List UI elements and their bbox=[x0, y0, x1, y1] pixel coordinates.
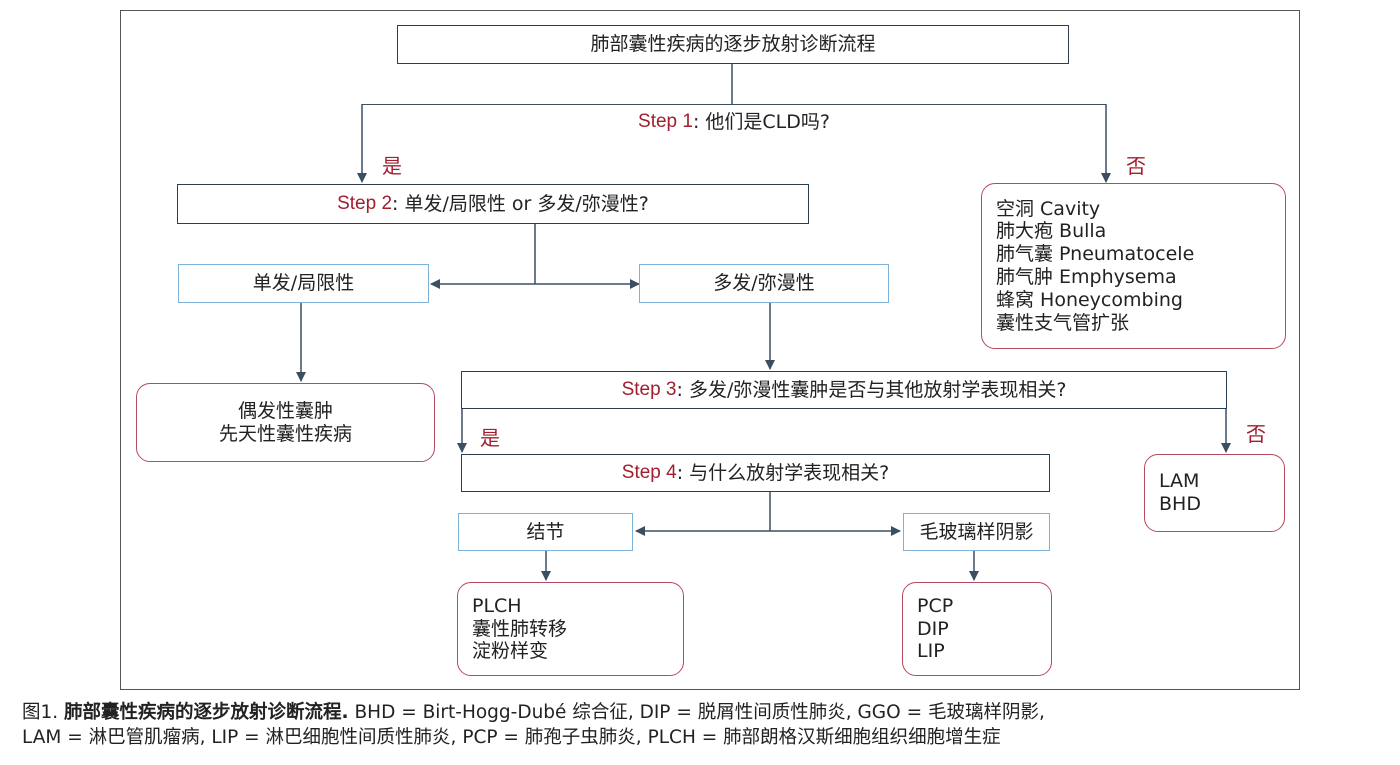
flowchart-title: 肺部囊性疾病的逐步放射诊断流程 bbox=[397, 25, 1069, 64]
ggo-outcome-item: PCP bbox=[917, 594, 954, 617]
caption-abbreviations-1: BHD = Birt-Hogg-Dubé 综合征, DIP = 脱屑性间质性肺炎… bbox=[354, 702, 1045, 723]
ggo-text: 毛玻璃样阴影 bbox=[919, 520, 1034, 543]
caption-line-1: 图1. 肺部囊性疾病的逐步放射诊断流程. BHD = Birt-Hogg-Dub… bbox=[22, 700, 1392, 725]
step4-text: : 与什么放射学表现相关? bbox=[676, 461, 890, 484]
no-label-step1: 否 bbox=[1126, 154, 1146, 178]
flowchart-title-text: 肺部囊性疾病的逐步放射诊断流程 bbox=[590, 33, 876, 56]
ggo-outcome-box: PCP DIP LIP bbox=[902, 582, 1052, 676]
lam-bhd-box: LAM BHD bbox=[1144, 454, 1285, 532]
caption-abbreviations-2: LAM = 淋巴管肌瘤病, LIP = 淋巴细胞性间质性肺炎, PCP = 肺孢… bbox=[22, 727, 1001, 748]
single-localized-box: 单发/局限性 bbox=[178, 264, 429, 303]
single-outcome-item: 先天性囊性疾病 bbox=[218, 422, 352, 445]
step3-label: Step 3 bbox=[621, 378, 677, 400]
not-cld-item: 肺气囊 Pneumatocele bbox=[996, 243, 1195, 266]
single-outcome-item: 偶发性囊肿 bbox=[237, 399, 333, 422]
not-cld-item: 蜂窝 Honeycombing bbox=[996, 288, 1183, 311]
step1-label: Step 1 bbox=[638, 111, 693, 133]
not-cld-box: 空洞 Cavity 肺大疱 Bulla 肺气囊 Pneumatocele 肺气肿… bbox=[981, 183, 1286, 349]
ggo-outcome-item: LIP bbox=[917, 640, 945, 663]
caption-figure-number: 图1. bbox=[22, 702, 59, 723]
step4-label: Step 4 bbox=[621, 461, 677, 483]
single-localized-text: 单发/局限性 bbox=[252, 272, 355, 295]
ggo-box: 毛玻璃样阴影 bbox=[903, 513, 1050, 551]
not-cld-item: 空洞 Cavity bbox=[996, 197, 1101, 220]
lam-bhd-item: BHD bbox=[1159, 493, 1201, 515]
lam-bhd-item: LAM bbox=[1159, 470, 1200, 493]
figure-caption: 图1. 肺部囊性疾病的逐步放射诊断流程. BHD = Birt-Hogg-Dub… bbox=[22, 700, 1392, 750]
multiple-diffuse-text: 多发/弥漫性 bbox=[713, 272, 815, 295]
multiple-diffuse-box: 多发/弥漫性 bbox=[639, 264, 889, 303]
step2-label: Step 2 bbox=[337, 192, 393, 214]
nodule-outcome-item: PLCH bbox=[472, 594, 522, 617]
nodule-outcome-item: 囊性肺转移 bbox=[472, 617, 568, 640]
nodule-text: 结节 bbox=[526, 520, 565, 543]
no-label-step3: 否 bbox=[1246, 422, 1266, 446]
ggo-outcome-item: DIP bbox=[917, 617, 949, 640]
nodule-box: 结节 bbox=[458, 513, 633, 551]
yes-label-step3: 是 bbox=[480, 426, 500, 450]
not-cld-item: 囊性支气管扩张 bbox=[996, 311, 1130, 334]
step3-text: : 多发/弥漫性囊肿是否与其他放射学表现相关? bbox=[676, 378, 1067, 401]
not-cld-item: 肺大疱 Bulla bbox=[996, 220, 1107, 243]
yes-label-step1: 是 bbox=[382, 154, 402, 178]
step1-question: Step 1: 他们是CLD吗? bbox=[362, 104, 1106, 140]
single-outcome-box: 偶发性囊肿 先天性囊性疾病 bbox=[136, 383, 435, 462]
diagram-frame bbox=[120, 10, 1300, 690]
step2-box: Step 2: 单发/局限性 or 多发/弥漫性? bbox=[177, 184, 809, 224]
step1-text: : 他们是CLD吗? bbox=[692, 111, 830, 134]
step3-box: Step 3: 多发/弥漫性囊肿是否与其他放射学表现相关? bbox=[461, 371, 1227, 409]
caption-title: 肺部囊性疾病的逐步放射诊断流程. bbox=[64, 702, 349, 723]
step4-box: Step 4: 与什么放射学表现相关? bbox=[461, 454, 1050, 492]
nodule-outcome-box: PLCH 囊性肺转移 淀粉样变 bbox=[457, 582, 684, 676]
not-cld-item: 肺气肿 Emphysema bbox=[996, 266, 1177, 288]
step2-text: : 单发/局限性 or 多发/弥漫性? bbox=[392, 192, 649, 215]
nodule-outcome-item: 淀粉样变 bbox=[472, 640, 549, 663]
